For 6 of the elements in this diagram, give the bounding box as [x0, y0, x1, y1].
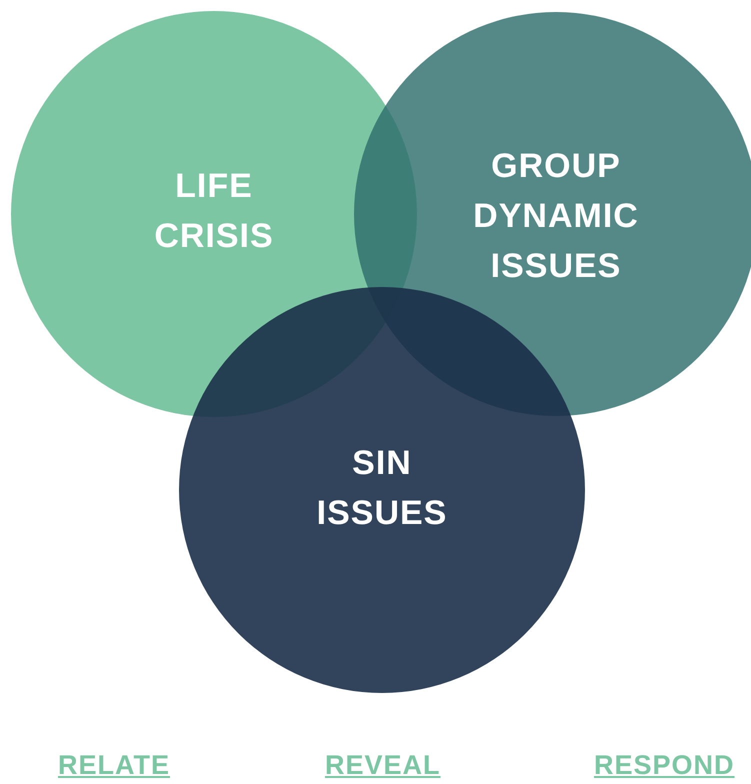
circle-label: LIFE CRISIS [153, 166, 275, 257]
caption-link: RELATE [58, 750, 170, 781]
caption-link: REVEAL [325, 750, 441, 781]
caption-link: RESPOND [594, 750, 735, 781]
circle-label: GROUP DYNAMIC ISSUES [472, 146, 640, 287]
circle-label: SIN ISSUES [316, 443, 448, 534]
